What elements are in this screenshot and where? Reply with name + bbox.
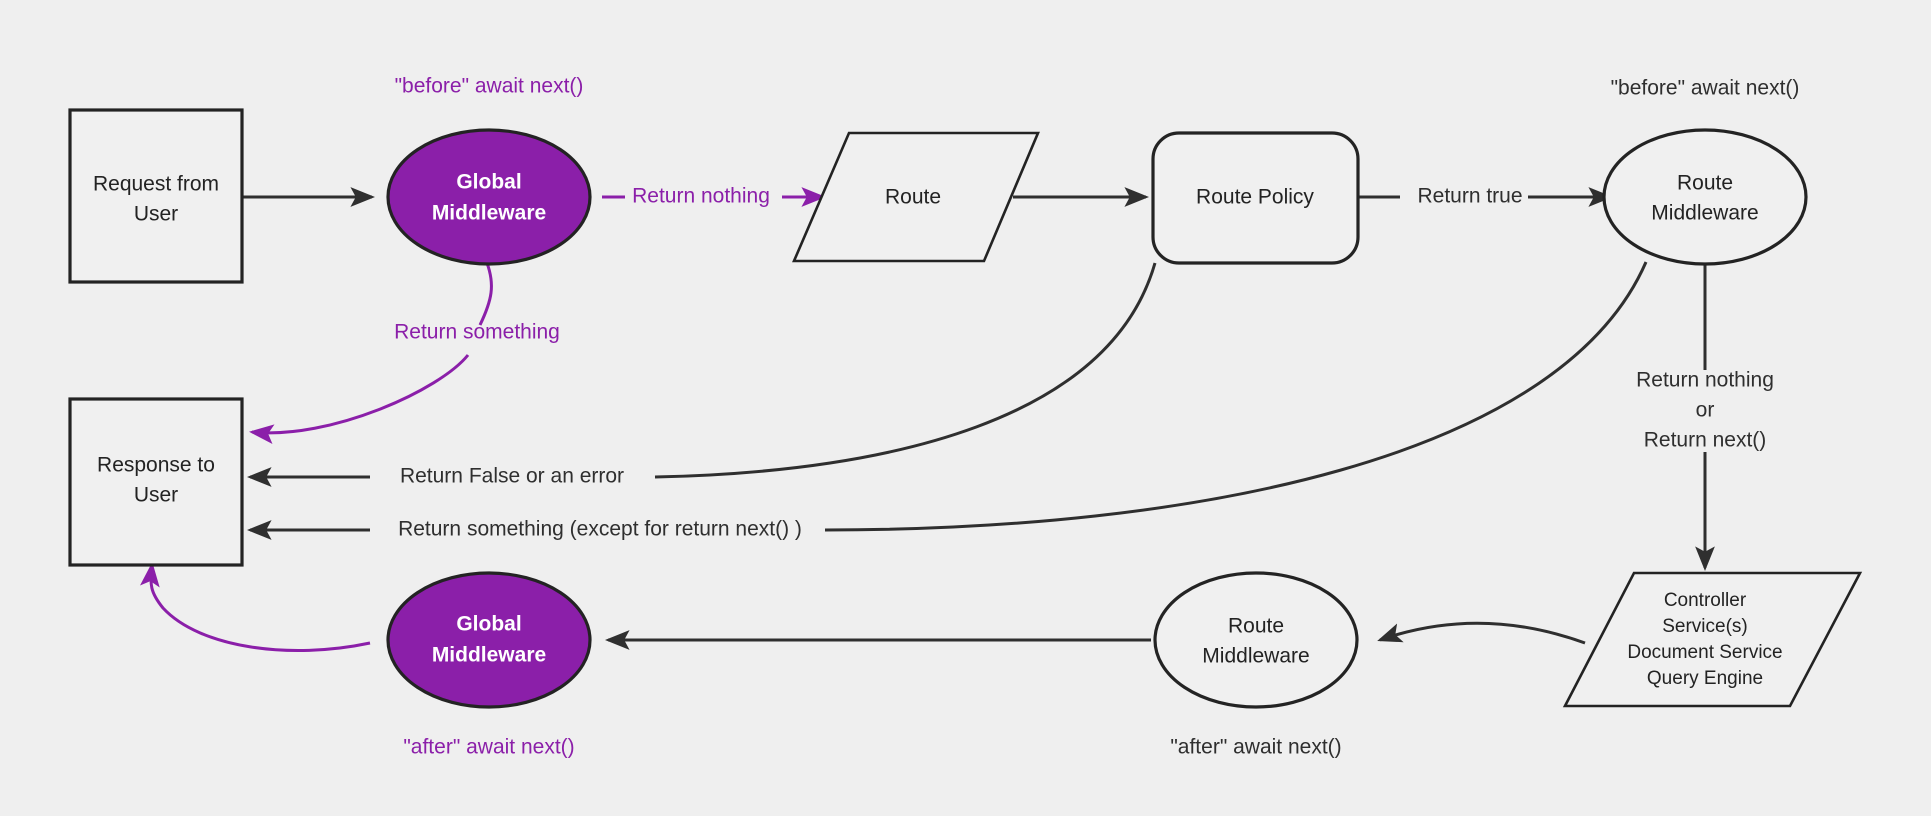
edge-global-middleware-bottom-to-response (140, 562, 371, 652)
edge-global-to-response-curve-upper (478, 262, 493, 326)
node-global-middleware-top[interactable]: Global Middleware (386, 128, 592, 266)
node-route-policy[interactable]: Route Policy (1151, 131, 1360, 265)
global-middleware-top-label-line2: Middleware (432, 202, 546, 225)
route-label: Route (885, 186, 941, 209)
route-parallelogram (792, 131, 1040, 263)
edge-label-return-something-except: Return something (except for return next… (398, 518, 802, 541)
edge-label-return-nothing-global: Return nothing (632, 185, 770, 208)
node-route[interactable]: Route (792, 131, 1040, 263)
edge-label-return-nothing-route-line2: or (1696, 399, 1715, 422)
global-middleware-bottom-ellipse (386, 571, 592, 709)
annotation-after-await-next-route: "after" await next() (1170, 736, 1341, 759)
response-to-user-box (68, 397, 244, 567)
controller-label-line3: Document Service (1627, 642, 1782, 663)
node-request-from-user[interactable]: Request from User (68, 108, 244, 284)
request-from-user-label-line1: Request from (93, 173, 219, 196)
controller-parallelogram (1562, 571, 1863, 708)
global-middleware-bottom-label-line1: Global (456, 613, 521, 636)
route-policy-box (1151, 131, 1360, 265)
annotation-before-await-next-global: "before" await next() (395, 75, 584, 98)
edge-label-return-false-or-error: Return False or an error (400, 465, 624, 488)
node-response-to-user[interactable]: Response to User (68, 397, 244, 567)
route-policy-label: Route Policy (1196, 186, 1314, 209)
route-middleware-top-label-line2: Middleware (1651, 202, 1758, 225)
node-global-middleware-bottom[interactable]: Global Middleware (386, 571, 592, 709)
global-middleware-bottom-label-line2: Middleware (432, 644, 546, 667)
controller-label-line1: Controller (1664, 590, 1747, 611)
route-middleware-top-label-line1: Route (1677, 172, 1733, 195)
edge-rmw-to-response-curve (824, 261, 1648, 532)
node-route-middleware-top[interactable]: Route Middleware (1602, 128, 1808, 266)
route-middleware-bottom-ellipse (1153, 571, 1359, 709)
route-middleware-bottom-label-line1: Route (1228, 615, 1284, 638)
node-controller-services[interactable]: Controller Service(s) Document Service Q… (1562, 571, 1863, 708)
annotation-after-await-next-global: "after" await next() (403, 736, 574, 759)
edge-label-return-nothing-route-line3: Return next() (1644, 429, 1767, 452)
edge-label-return-true: Return true (1417, 185, 1522, 208)
response-to-user-label-line1: Response to (97, 454, 215, 477)
edge-label-return-something-global: Return something (394, 321, 560, 344)
edge-policy-to-response-curve (654, 262, 1157, 479)
global-middleware-top-ellipse (386, 128, 592, 266)
edge-label-return-nothing-route-line1: Return nothing (1636, 369, 1774, 392)
controller-label-line4: Query Engine (1647, 668, 1763, 689)
edge-global-to-response-curve-lower (249, 354, 470, 445)
request-from-user-label-line2: User (134, 203, 178, 226)
annotation-before-await-next-route: "before" await next() (1611, 77, 1800, 100)
global-middleware-top-label-line1: Global (456, 171, 521, 194)
response-to-user-label-line2: User (134, 484, 178, 507)
controller-label-line2: Service(s) (1662, 616, 1748, 637)
request-from-user-box (68, 108, 244, 284)
route-middleware-bottom-label-line2: Middleware (1202, 645, 1309, 668)
edge-controller-to-route-middleware-bottom (1377, 621, 1586, 645)
node-route-middleware-bottom[interactable]: Route Middleware (1153, 571, 1359, 709)
route-middleware-top-ellipse (1602, 128, 1808, 266)
